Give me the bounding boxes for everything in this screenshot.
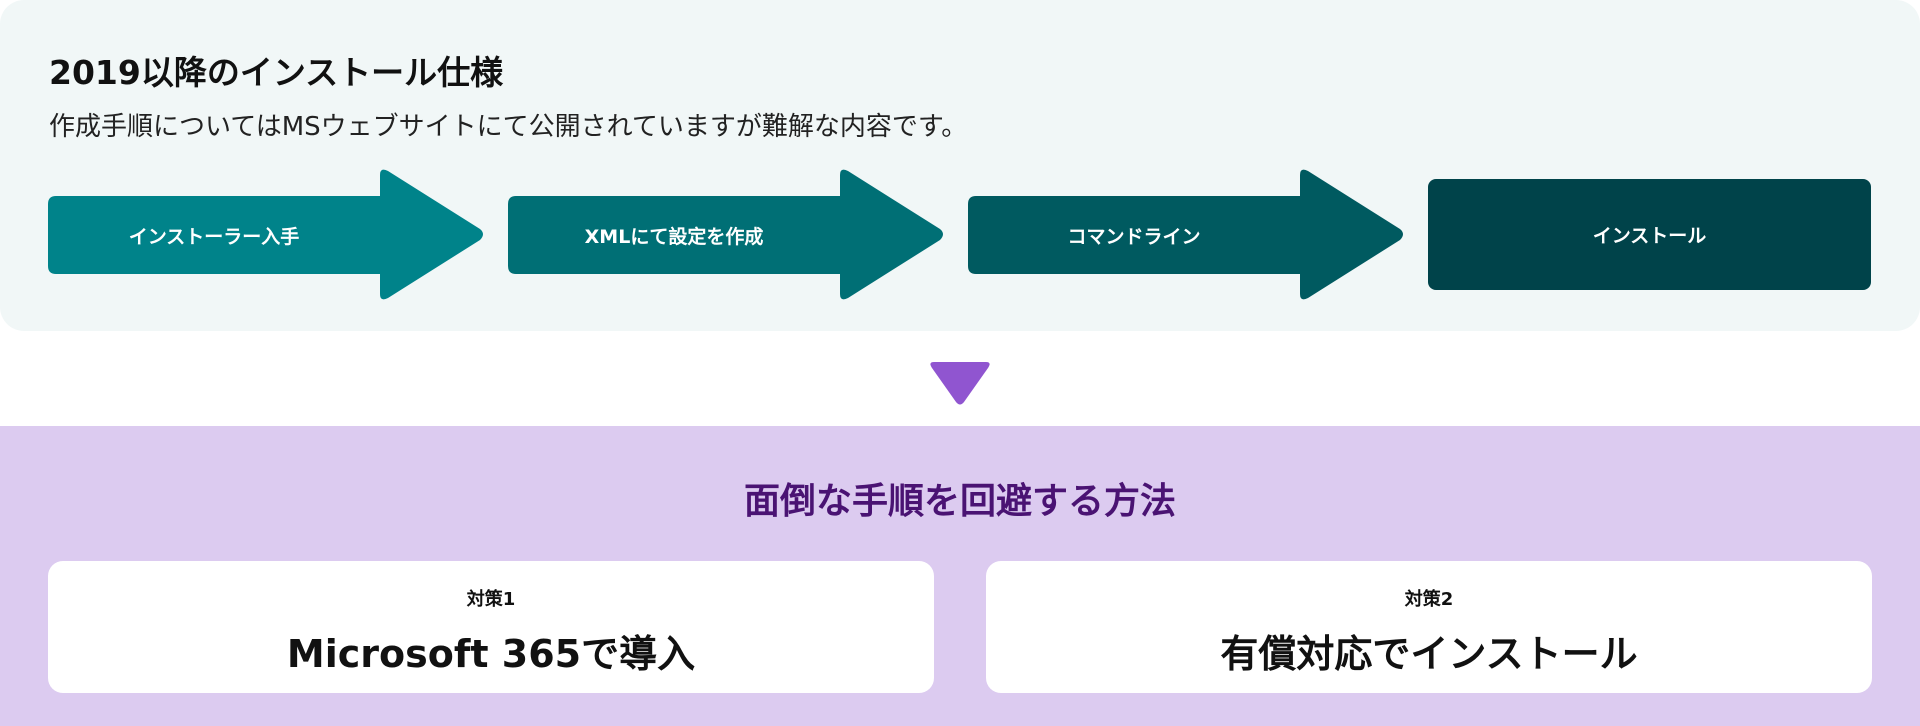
card-title: Microsoft 365で導入 bbox=[286, 632, 696, 676]
step-arrow-3: コマンドライン bbox=[968, 167, 1406, 302]
card-title: 有償対応でインストール bbox=[1220, 632, 1638, 676]
spec-panel: 2019以降のインストール仕様 作成手順についてはMSウェブサイトにて公開されて… bbox=[0, 0, 1920, 331]
step-arrow-2: XMLにて設定を作成 bbox=[508, 167, 946, 302]
step-label: インストーラー入手 bbox=[128, 225, 300, 248]
card-label: 対策2 bbox=[1404, 589, 1454, 610]
solution-card-2: 対策2 有償対応でインストール bbox=[986, 561, 1872, 693]
solution-heading: 面倒な手順を回避する方法 bbox=[743, 481, 1176, 522]
step-label: コマンドライン bbox=[1067, 225, 1201, 248]
step-box-4: インストール bbox=[1428, 179, 1871, 290]
card-label: 対策1 bbox=[466, 589, 516, 610]
solution-card-1: 対策1 Microsoft 365で導入 bbox=[48, 561, 934, 693]
down-triangle-icon bbox=[928, 362, 992, 410]
step-label: XMLにて設定を作成 bbox=[584, 225, 764, 248]
panel-subtitle: 作成手順についてはMSウェブサイトにて公開されていますが難解な内容です。 bbox=[49, 112, 968, 142]
step-arrow-1: インストーラー入手 bbox=[48, 167, 486, 302]
panel-title: 2019以降のインストール仕様 bbox=[49, 53, 504, 92]
